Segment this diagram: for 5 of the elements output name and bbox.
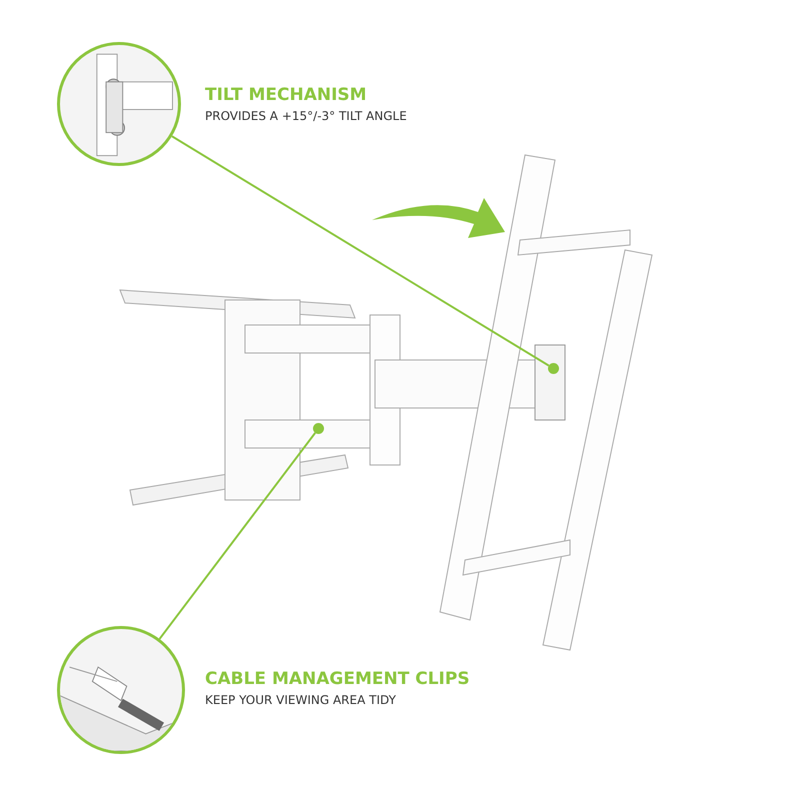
callout-heading: CABLE MANAGEMENT CLIPS bbox=[205, 669, 470, 689]
leader-line bbox=[158, 432, 316, 640]
callout-heading: TILT MECHANISM bbox=[205, 85, 367, 105]
callout-description: PROVIDES A +15°/-3° TILT ANGLE bbox=[205, 109, 407, 123]
callout-description: KEEP YOUR VIEWING AREA TIDY bbox=[205, 693, 396, 707]
